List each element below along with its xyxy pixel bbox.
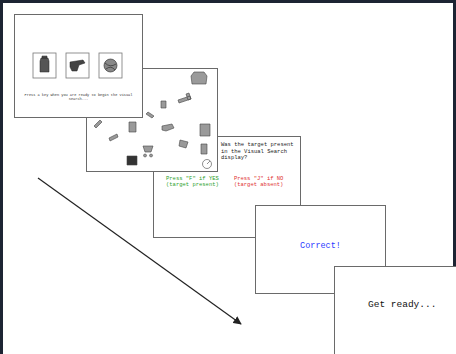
yes-key-text: Press "F" if YES (target present) <box>166 176 222 189</box>
icon-box <box>99 53 122 78</box>
screen-text: Press a key when you are ready to begin … <box>23 93 134 102</box>
hand-icon <box>162 124 174 131</box>
lantern-icon <box>40 56 49 72</box>
bottle-icon <box>161 101 166 108</box>
box-icon <box>127 156 137 165</box>
feedback-text: Correct! <box>300 241 341 251</box>
tool-icon <box>94 120 102 128</box>
no-key-text: Press "J" if NO (target absent) <box>234 176 290 189</box>
icon-box <box>66 53 89 78</box>
ready-screen: Get ready... <box>334 266 456 354</box>
glove-icon <box>129 122 136 132</box>
ball-seam <box>105 63 116 70</box>
tool-icon <box>109 134 118 141</box>
instruction-screen: Press a key when you are ready to begin … <box>14 14 143 118</box>
barrel-icon <box>200 124 210 136</box>
hammer-icon <box>178 93 191 103</box>
ball-icon <box>104 59 117 72</box>
shoe-icon <box>179 140 188 148</box>
dial-icon <box>203 160 212 169</box>
example-targets <box>15 15 142 117</box>
question-text: Was the target present in the Visual Sea… <box>221 142 299 162</box>
icon-box <box>33 53 56 78</box>
hand-icon <box>70 60 85 71</box>
response-row: Press "F" if YES (target present) Press "… <box>166 176 294 189</box>
dial-hand <box>207 161 210 164</box>
tool-icon <box>146 112 154 118</box>
cart-icon <box>143 146 153 157</box>
ready-text: Get ready... <box>368 299 436 310</box>
jacket-icon <box>191 72 207 84</box>
bag-icon <box>201 144 207 154</box>
